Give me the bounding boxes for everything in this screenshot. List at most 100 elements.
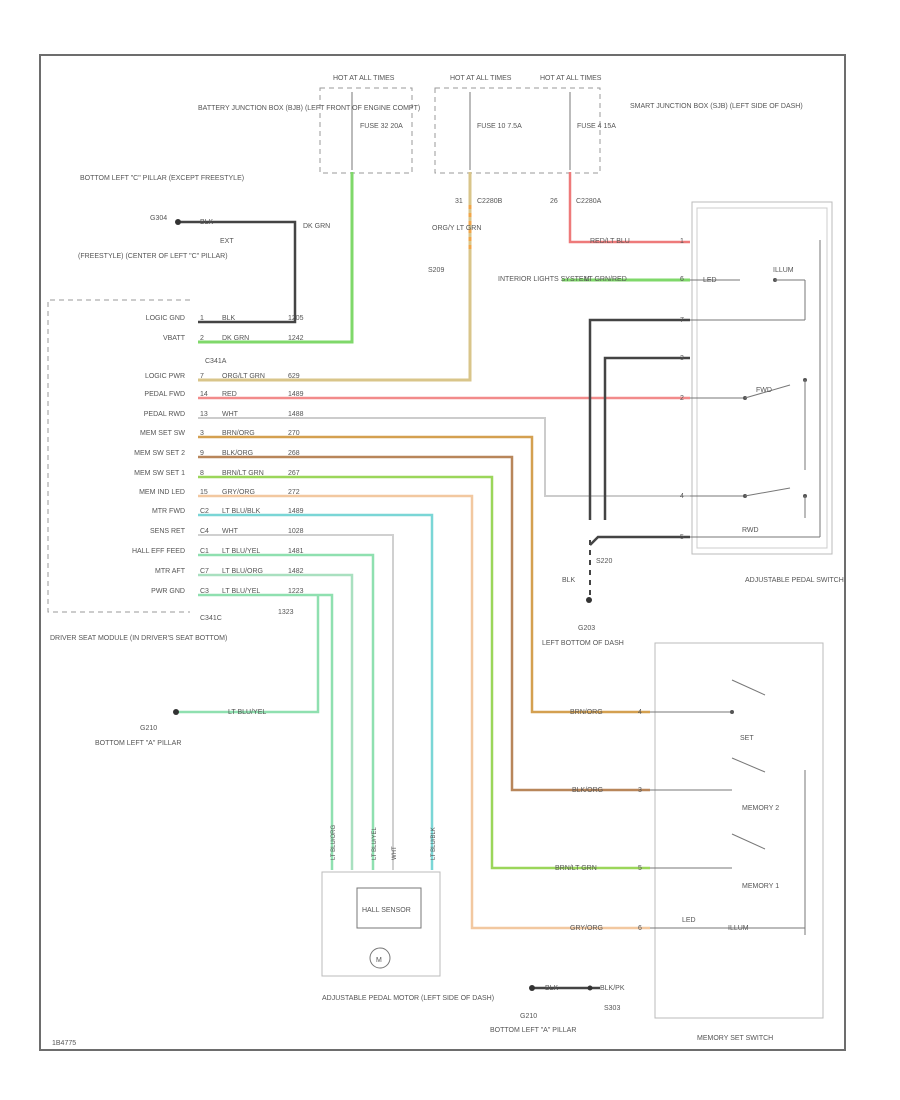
module-pin-circuit: 268 [288,450,300,457]
memsw-wire-brn-lt-grn: BRN/LT GRN [555,865,597,872]
pin31-label: 31 [455,198,463,205]
module-pin-color: WHT [222,411,239,418]
ground-blk-label: BLK [562,577,576,584]
module-pin-circuit: 629 [288,373,300,380]
pedal-pin5: 5 [680,534,684,541]
module-pin-circuit: 1223 [288,588,304,595]
module-pin-color: BRN/LT GRN [222,470,264,477]
pedal-pin6: 6 [680,276,684,283]
memsw-pin4: 4 [638,709,642,716]
wire-g210-left [178,595,320,714]
memsw-wire-blk-org: BLK/ORG [572,787,603,794]
module-pin-name: HALL EFF FEED [132,548,185,555]
wire-label-dk-grn: DK GRN [303,223,330,230]
wire-dk-grn [198,172,354,344]
footer-code: 1B4775 [52,1040,76,1047]
module-pin-num: 14 [200,391,208,398]
c2280a-label: C2280A [576,198,602,205]
memsw-label: MEMORY SET SWITCH [697,1035,773,1042]
module-pin-circuit: 1489 [288,391,304,398]
module-pin-color: LT BLU/BLK [222,508,261,515]
bjb-fuse-label: FUSE 32 20A [360,123,403,130]
wire-gry-org [198,494,650,930]
memsw-mem2: MEMORY 2 [742,805,779,812]
splice-s209-label: S209 [428,267,444,274]
motor-wire-3: WHT [392,846,398,860]
module-pin-name: PEDAL RWD [144,411,185,418]
memsw-set: SET [740,735,754,742]
g210-left-desc: BOTTOM LEFT "A" PILLAR [95,740,181,747]
module-pin-name: PWR GND [151,588,185,595]
g304-desc: BOTTOM LEFT "C" PILLAR (EXCEPT FREESTYLE… [80,175,244,182]
g310-top-ext: EXT [220,238,234,245]
module-pin-num: C1 [200,548,209,555]
motor-wire-1: LT BLU/ORG [331,825,337,860]
wire-blk-pedal-7 [588,318,690,520]
wire-brn-lt-grn [198,475,650,870]
adjustable-pedal-motor: HALL SENSOR M ADJUSTABLE PEDAL MOTOR (LE… [321,825,494,1002]
ground-blk-pk: BLK/PK [600,985,625,992]
module-pin-name: PEDAL FWD [144,391,185,398]
memsw-pin5: 5 [638,865,642,872]
module-pin-circuit: 1242 [288,335,304,342]
wire-label-blk-ext: BLK [200,219,214,226]
motor-label: ADJUSTABLE PEDAL MOTOR (LEFT SIDE OF DAS… [322,995,494,1002]
module-pin-color: LT BLU/ORG [222,568,263,575]
wire-red-lt-blu [568,172,690,244]
wire-lt-blu-yel [198,553,375,870]
pedal-illum-label: ILLUM [773,267,794,274]
pedal-pin3: 3 [680,355,684,362]
memory-set-switch: SET MEMORY 2 MEMORY 1 LED ILLUM MEMORY S… [650,642,824,1042]
module-pin-num: C3 [200,588,209,595]
wire-wht [198,417,690,497]
module-pin-name: VBATT [163,335,186,342]
motor-wire-4: LT BLU/BLK [431,827,437,860]
sjb-desc: SMART JUNCTION BOX (SJB) (LEFT SIDE OF D… [630,103,803,110]
memsw-illum: ILLUM [728,925,749,932]
interior-lights-label: INTERIOR LIGHTS SYSTEM [498,276,590,283]
pedal-pin7: 7 [680,317,684,324]
module-pin-circuit: 1028 [288,528,304,535]
g210-left-id: G210 [140,725,157,732]
module-label: DRIVER SEAT MODULE (IN DRIVER'S SEAT BOT… [50,635,227,642]
pin26-label: 26 [550,198,558,205]
module-pin-color: BLK [222,315,236,322]
pedal-switch-label: ADJUSTABLE PEDAL SWITCH [745,577,844,584]
connector-1223: 1323 [278,609,294,616]
module-pin-circuit: 272 [288,489,300,496]
module-pin-circuit: 1481 [288,548,304,555]
module-pin-color: DK GRN [222,335,249,342]
pedal-fwd-label: FWD [756,387,772,394]
module-pin-color: WHT [222,528,239,535]
module-pin-circuit: 270 [288,430,300,437]
module-pin-name: LOGIC PWR [145,373,185,380]
module-pin-color: ORG/LT GRN [222,373,265,380]
wire-label-red-lt-blu: RED/LT BLU [590,238,630,245]
module-pin-name: MEM SW SET 1 [134,470,185,477]
diagram-frame [39,54,846,1051]
wire-pwr-gnd [198,593,334,870]
module-pin-num: 8 [200,470,204,477]
pedal-pin4: 4 [680,493,684,500]
wire-blk-ext [180,220,297,324]
module-pin-num: C4 [200,528,209,535]
memsw-mem1: MEMORY 1 [742,883,779,890]
motor-sensor-label: HALL SENSOR [362,907,411,914]
module-pin-circuit: 267 [288,470,300,477]
wire-lt-blu-org [198,573,354,870]
memsw-led: LED [682,917,696,924]
ground-blk-bottom: BLK [545,985,559,992]
pedal-pin1: 1 [680,238,684,245]
module-pin-num: 3 [200,430,204,437]
module-pin-num: 2 [200,335,204,342]
module-pin-num: 13 [200,411,208,418]
adjustable-pedal-switch: FWD RWD LED ILLUM ADJUSTABLE PEDAL SWITC… [690,201,844,584]
module-pin-circuit: 1205 [288,315,304,322]
memsw-wire-brn-org: BRN/ORG [570,709,603,716]
module-pin-circuit: 1489 [288,508,304,515]
g210-bottom-id: G210 [520,1013,537,1020]
module-pin-color: LT BLU/YEL [222,548,260,555]
module-pin-name: MEM SW SET 2 [134,450,185,457]
module-pin-num: 7 [200,373,204,380]
